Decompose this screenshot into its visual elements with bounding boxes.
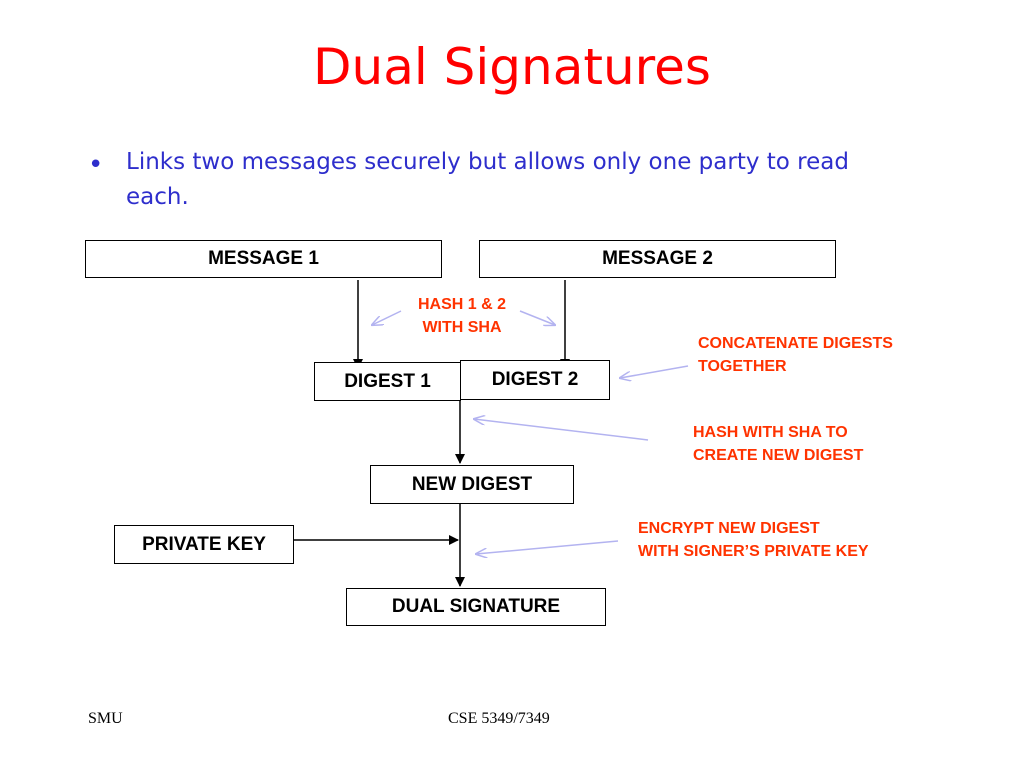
digest2-box: DIGEST 2	[460, 360, 610, 400]
hash-sha-note-line1: HASH WITH SHA TO	[693, 424, 848, 441]
concatenate-note: CONCATENATE DIGESTS TOGETHER	[698, 332, 893, 378]
new-digest-box: NEW DIGEST	[370, 465, 574, 504]
encrypt-note-line1: ENCRYPT NEW DIGEST	[638, 520, 820, 537]
dual-signature-box: DUAL SIGNATURE	[346, 588, 606, 626]
callout-arrow-hash-left	[372, 310, 402, 325]
callout-arrow-hash-right	[519, 310, 555, 325]
slide-title: Dual Signatures	[313, 38, 711, 96]
message2-box: MESSAGE 2	[479, 240, 836, 278]
hash-note: HASH 1 & 2 WITH SHA	[400, 293, 524, 339]
concatenate-note-line2: TOGETHER	[698, 358, 787, 375]
bullet-text: Links two messages securely but allows o…	[126, 149, 849, 210]
encrypt-note: ENCRYPT NEW DIGEST WITH SIGNER’S PRIVATE…	[638, 517, 869, 563]
callout-arrow-concatenate	[620, 365, 689, 378]
concatenate-note-line1: CONCATENATE DIGESTS	[698, 335, 893, 352]
footer-left: SMU	[88, 710, 123, 727]
hash-sha-note-line2: CREATE NEW DIGEST	[693, 447, 864, 464]
digest1-box: DIGEST 1	[314, 362, 461, 401]
hash-note-line2: WITH SHA	[422, 319, 502, 336]
message1-box: MESSAGE 1	[85, 240, 442, 278]
hash-note-line1: HASH 1 & 2	[417, 296, 507, 313]
hash-sha-note: HASH WITH SHA TO CREATE NEW DIGEST	[693, 421, 863, 467]
private-key-box: PRIVATE KEY	[114, 525, 294, 564]
callout-arrow-encrypt	[476, 540, 619, 554]
bullet-marker: •	[88, 150, 104, 180]
callout-arrow-hash-sha	[474, 419, 649, 441]
encrypt-note-line2: WITH SIGNER’S PRIVATE KEY	[638, 543, 869, 560]
footer-center: CSE 5349/7349	[448, 710, 550, 727]
